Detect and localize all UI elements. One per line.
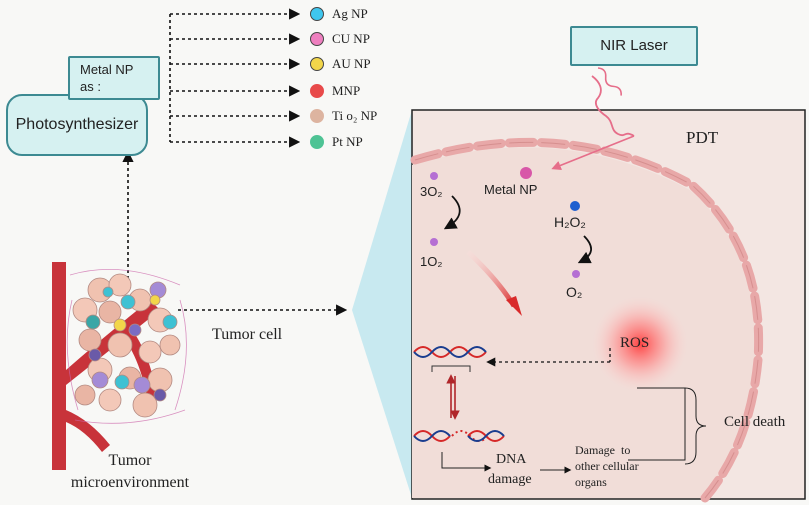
legend-item-mnp: MNP xyxy=(310,82,360,100)
legend-item-au: AU NP xyxy=(310,55,371,73)
cell-body xyxy=(412,147,756,498)
legend-item-ag: Ag NP xyxy=(310,5,368,23)
other-damage-line3: organs xyxy=(575,475,607,489)
microenvironment-label-line1: Tumor xyxy=(108,452,152,469)
pt-np-dot xyxy=(310,135,324,149)
legend-label: CU NP xyxy=(332,31,370,46)
cu-np-dot xyxy=(310,32,324,46)
metal-np-cell-label: Metal NP xyxy=(484,182,538,197)
tumor-cell-label: Tumor cell xyxy=(212,326,283,343)
legend-item-cu: CU NP xyxy=(310,30,370,48)
legend-label: Ag NP xyxy=(332,6,368,21)
o2-dot xyxy=(572,270,580,278)
legend-label: Pt NP xyxy=(332,134,363,149)
legend-item-ti: Ti o₂ NP xyxy=(310,107,377,125)
dna-helix-bottom xyxy=(413,430,505,442)
dna-damage-line1: DNA xyxy=(496,452,527,467)
metal-np-tag-line1: Metal NP xyxy=(80,62,134,77)
nir-laser-box: NIR Laser xyxy=(570,26,698,66)
nir-laser-label: NIR Laser xyxy=(600,37,668,54)
tumor-fibers xyxy=(66,268,187,424)
h2o2-curve-arrow xyxy=(577,235,592,264)
o2-label: O₂ xyxy=(566,284,583,300)
mnp-dot xyxy=(310,84,324,98)
np-connector-lines xyxy=(122,8,348,316)
metal-np-tag-line2: as : xyxy=(80,79,101,94)
cell-death-label: Cell death xyxy=(724,414,786,430)
o2-triplet-label: 3O₂ xyxy=(420,184,443,199)
o2-singlet-dot xyxy=(430,238,438,246)
metal-np-tag: Metal NP as : xyxy=(68,56,160,100)
microenvironment-label-line2: microenvironment xyxy=(70,474,190,491)
o2-singlet-label: 1O₂ xyxy=(420,254,443,269)
ros-glow xyxy=(592,296,688,392)
ag-np-dot xyxy=(310,7,324,21)
metal-np-dot xyxy=(520,167,532,179)
photosynthesizer-box: Photosynthesizer xyxy=(6,94,148,156)
ti-np-dot xyxy=(310,109,324,123)
tumor-cluster xyxy=(72,273,181,418)
dna-helix-top xyxy=(413,346,487,358)
h2o2-label: H₂O₂ xyxy=(554,214,586,230)
legend-label: MNP xyxy=(332,83,361,98)
o2-triplet-dot xyxy=(430,172,438,180)
pdt-label: PDT xyxy=(686,128,719,147)
other-damage-line2: other cellular xyxy=(575,459,639,473)
ros-label: ROS xyxy=(620,335,650,351)
projection-wedge xyxy=(352,110,412,498)
legend-label: Ti o₂ NP xyxy=(332,108,378,123)
dna-damage-line2: damage xyxy=(488,472,532,487)
laser-wave xyxy=(597,67,622,96)
legend-label: AU NP xyxy=(332,56,371,71)
o2-curve-arrow xyxy=(443,195,461,230)
legend-item-pt: Pt NP xyxy=(310,133,363,151)
h2o2-dot xyxy=(570,201,580,211)
other-damage-line1: Damage to xyxy=(575,443,631,457)
au-np-dot xyxy=(310,57,324,71)
photosynthesizer-label: Photosynthesizer xyxy=(15,116,139,133)
